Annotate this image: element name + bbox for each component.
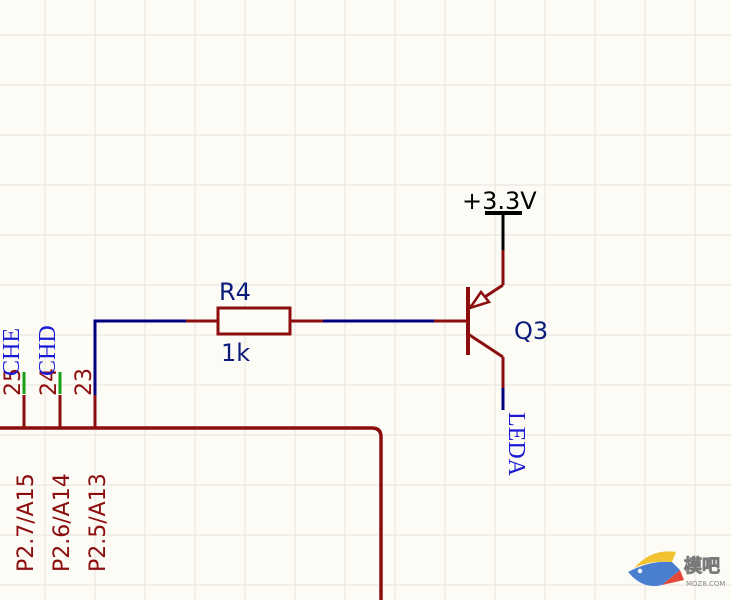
pin-23-number: 23 [72, 368, 97, 396]
q3-collector [467, 332, 504, 359]
pin-25-name: P2.7/A15 [14, 473, 39, 572]
net-label-leda: LEDA [503, 412, 529, 477]
wire-pin23-to-r4 [93, 319, 186, 395]
watermark-text: 模吧 [684, 555, 720, 577]
resistor-value: 1k [221, 339, 250, 367]
ic-body [0, 426, 383, 600]
ic-pins [22, 395, 97, 428]
transistor-q3 [434, 254, 505, 388]
open-pin-markers [22, 372, 62, 394]
q3-emitter-arrow [466, 289, 492, 311]
bird-icon [628, 551, 684, 587]
net-label-che: CHE [0, 328, 25, 376]
transistor-designator: Q3 [514, 317, 548, 345]
resistor-r4 [186, 306, 323, 336]
pin-23-name: P2.5/A13 [86, 473, 111, 572]
watermark-subtext: MOZ8.COM [686, 580, 725, 588]
pin-25-number: 25 [1, 368, 26, 396]
wires [93, 319, 505, 410]
resistor-designator: R4 [219, 278, 251, 306]
power-port [485, 211, 522, 250]
watermark-logo: 模吧 MOZ8.COM [628, 551, 725, 588]
pin-24-number: 24 [37, 368, 62, 396]
pin-24-name: P2.6/A14 [50, 473, 75, 572]
net-label-chd: CHD [35, 325, 61, 376]
power-label: +3.3V [462, 187, 537, 215]
